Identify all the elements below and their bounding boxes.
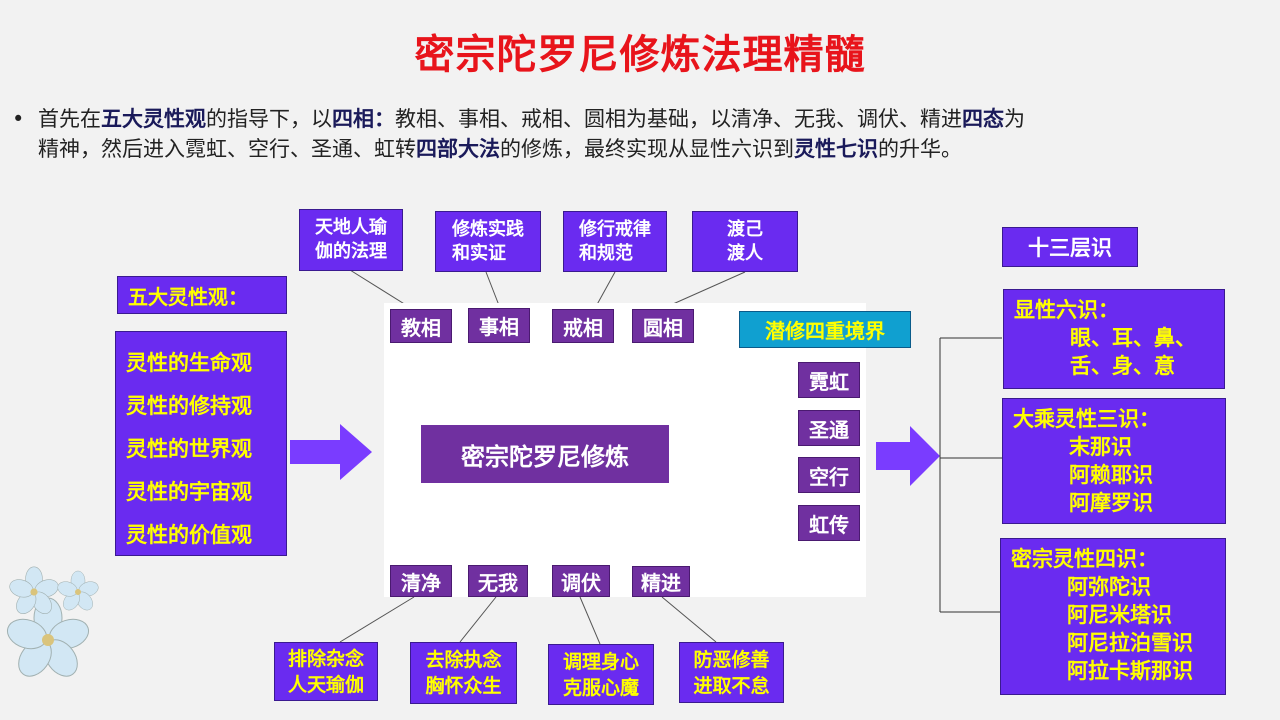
- xiang-yuan: 圆相: [632, 309, 694, 343]
- core-box: 密宗陀罗尼修炼: [421, 425, 669, 483]
- group-item: 阿尼拉泊雪识: [1067, 631, 1193, 655]
- tai-note-4: 防恶修善进取不怠: [679, 642, 784, 703]
- intro-line2-segment: 的升华。: [878, 137, 962, 161]
- intro-line1-segment: 教相、事相、戒相、圆相为基础，以清净、无我、调伏、精进: [395, 107, 962, 131]
- xiang-jiao: 教相: [390, 309, 452, 343]
- group-heading: 大乘灵性三识：: [1013, 407, 1160, 431]
- xiang-jie: 戒相: [552, 309, 614, 343]
- xiang-note-4: 渡己渡人: [692, 211, 798, 272]
- wuda-item: 灵性的生命观: [126, 351, 252, 375]
- wuda-item: 灵性的世界观: [126, 437, 252, 461]
- xiang-note-3: 修行戒律和规范: [563, 211, 667, 272]
- shisan-heading: 十三层识: [1002, 227, 1138, 267]
- page-title: 密宗陀罗尼修炼法理精髓: [414, 32, 866, 78]
- intro-line1-segment: 四相：: [332, 107, 395, 131]
- intro-line1-segment: 四态: [962, 107, 1004, 131]
- group-item: 阿弥陀识: [1067, 575, 1151, 599]
- wuda-item: 灵性的价值观: [126, 523, 252, 547]
- xiang-note-2: 修炼实践和实证: [435, 211, 541, 272]
- group-item: 眼、耳、鼻、: [1070, 326, 1196, 350]
- tai-wuwo: 无我: [468, 565, 528, 597]
- intro-line2-segment: 灵性七识: [794, 137, 878, 161]
- wuda-item: 灵性的修持观: [126, 394, 252, 418]
- big-right-arrow-icon-2: [876, 426, 940, 486]
- group-heading: 显性六识：: [1014, 298, 1119, 322]
- intro-line1-segment: 首先在: [38, 107, 101, 131]
- group-item: 阿尼米塔识: [1067, 603, 1172, 627]
- intro-line2-segment: 的修炼，最终实现从显性六识到: [500, 137, 794, 161]
- intro-line1-segment: 为: [1004, 107, 1025, 131]
- group-item: 舌、身、意: [1070, 354, 1175, 378]
- realm-shengtong: 圣通: [798, 410, 860, 446]
- tai-jingjin: 精进: [632, 566, 690, 597]
- intro-paragraph: • 首先在五大灵性观的指导下，以四相：教相、事相、戒相、圆相为基础，以清净、无我、…: [12, 104, 1262, 164]
- xiang-note-1: 天地人瑜伽的法理: [299, 209, 403, 271]
- intro-line1-segment: 的指导下，以: [206, 107, 332, 131]
- intro-line2-segment: 四部大法: [416, 137, 500, 161]
- wuda-list: 灵性的生命观 灵性的修持观 灵性的世界观 灵性的宇宙观 灵性的价值观: [115, 331, 287, 556]
- group-item: 阿拉卡斯那识: [1067, 659, 1193, 683]
- tai-note-2: 去除执念胸怀众生: [410, 642, 517, 704]
- realm-kongxing: 空行: [798, 457, 860, 493]
- intro-line-2: 精神，然后进入霓虹、空行、圣通、虹转四部大法的修炼，最终实现从显性六识到灵性七识…: [12, 134, 1262, 164]
- bullet-icon: •: [12, 107, 25, 131]
- qianxiu-heading: 潜修四重境界: [739, 311, 911, 348]
- group-item: 阿赖耶识: [1069, 463, 1153, 487]
- group-item: 末那识: [1069, 435, 1132, 459]
- tai-tiaofu: 调伏: [552, 565, 610, 597]
- tai-qingjing: 清净: [390, 565, 452, 597]
- intro-line2-segment: 精神，然后进入霓虹、空行、圣通、虹转: [38, 137, 416, 161]
- group-xianxing: 显性六识： 眼、耳、鼻、 舌、身、意: [1003, 289, 1225, 389]
- group-mizong: 密宗灵性四识： 阿弥陀识 阿尼米塔识 阿尼拉泊雪识 阿拉卡斯那识: [1000, 538, 1226, 695]
- tai-note-1: 排除杂念人天瑜伽: [274, 642, 378, 701]
- intro-line-1: • 首先在五大灵性观的指导下，以四相：教相、事相、戒相、圆相为基础，以清净、无我、…: [12, 104, 1262, 134]
- realm-nihong: 霓虹: [798, 362, 860, 398]
- group-heading: 密宗灵性四识：: [1011, 547, 1158, 571]
- realm-hongchuan: 虹传: [798, 505, 860, 541]
- wuda-heading: 五大灵性观：: [117, 276, 287, 314]
- wuda-item: 灵性的宇宙观: [126, 480, 252, 504]
- xiang-shi: 事相: [468, 308, 530, 343]
- group-item: 阿摩罗识: [1069, 491, 1153, 515]
- tai-note-3: 调理身心克服心魔: [548, 644, 654, 705]
- big-right-arrow-icon: [290, 424, 372, 480]
- flower-icon: [6, 566, 99, 677]
- group-dacheng: 大乘灵性三识： 末那识 阿赖耶识 阿摩罗识: [1002, 398, 1226, 524]
- intro-line1-segment: 五大灵性观: [101, 107, 206, 131]
